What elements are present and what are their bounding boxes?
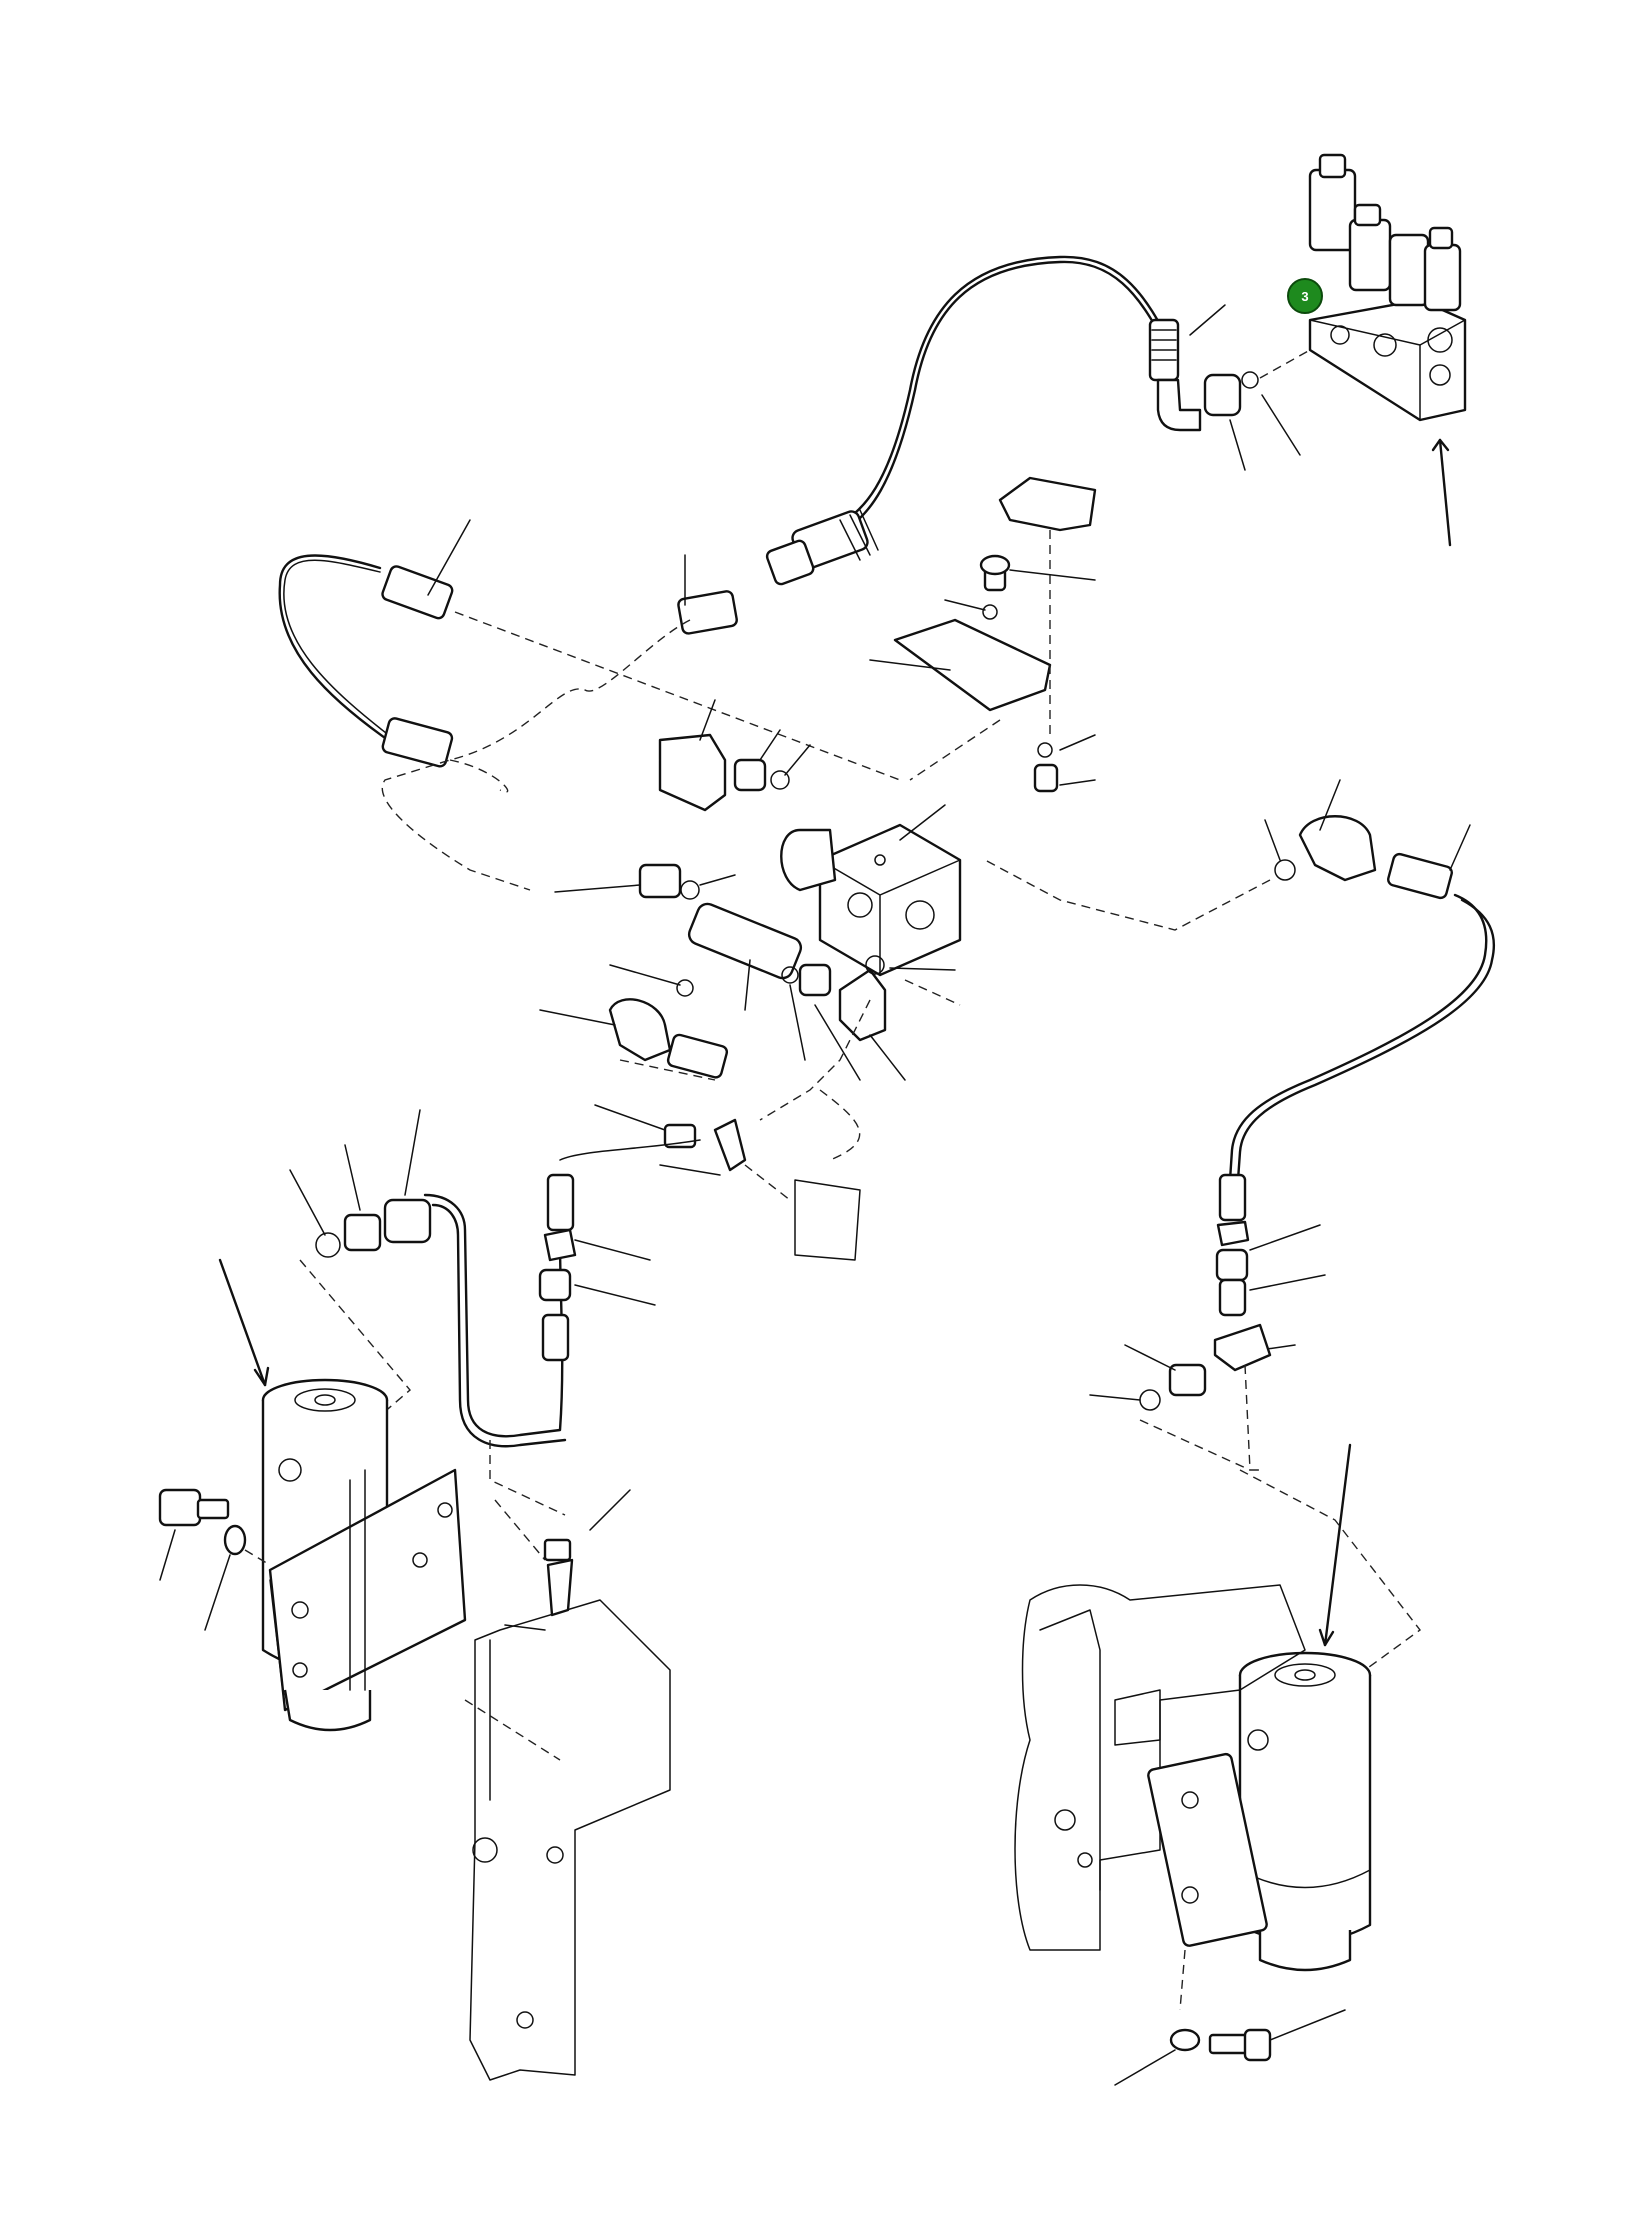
pressure-switch-body	[780, 804, 962, 977]
left-actuator-cylinder	[218, 1258, 467, 1732]
right-long-pipe	[1228, 893, 1488, 1182]
right-frame-bracket	[1014, 1584, 1306, 1951]
callout-badge-label: 3	[1301, 289, 1308, 304]
upper-hose	[833, 260, 1172, 537]
mounting-plate	[869, 476, 1097, 793]
left-pipe	[423, 1193, 564, 1438]
solenoid-valve-block	[1308, 153, 1467, 422]
callout-badge-circle	[1287, 278, 1323, 314]
right-elbow-fitting	[1264, 779, 1377, 882]
right-actuator-cylinder	[1238, 1443, 1372, 1972]
leader-valve-block	[1438, 438, 1452, 547]
left-loop-hose	[283, 559, 396, 741]
left-frame-bracket	[469, 1599, 671, 2081]
callout-badge[interactable]: 3	[1287, 278, 1323, 314]
